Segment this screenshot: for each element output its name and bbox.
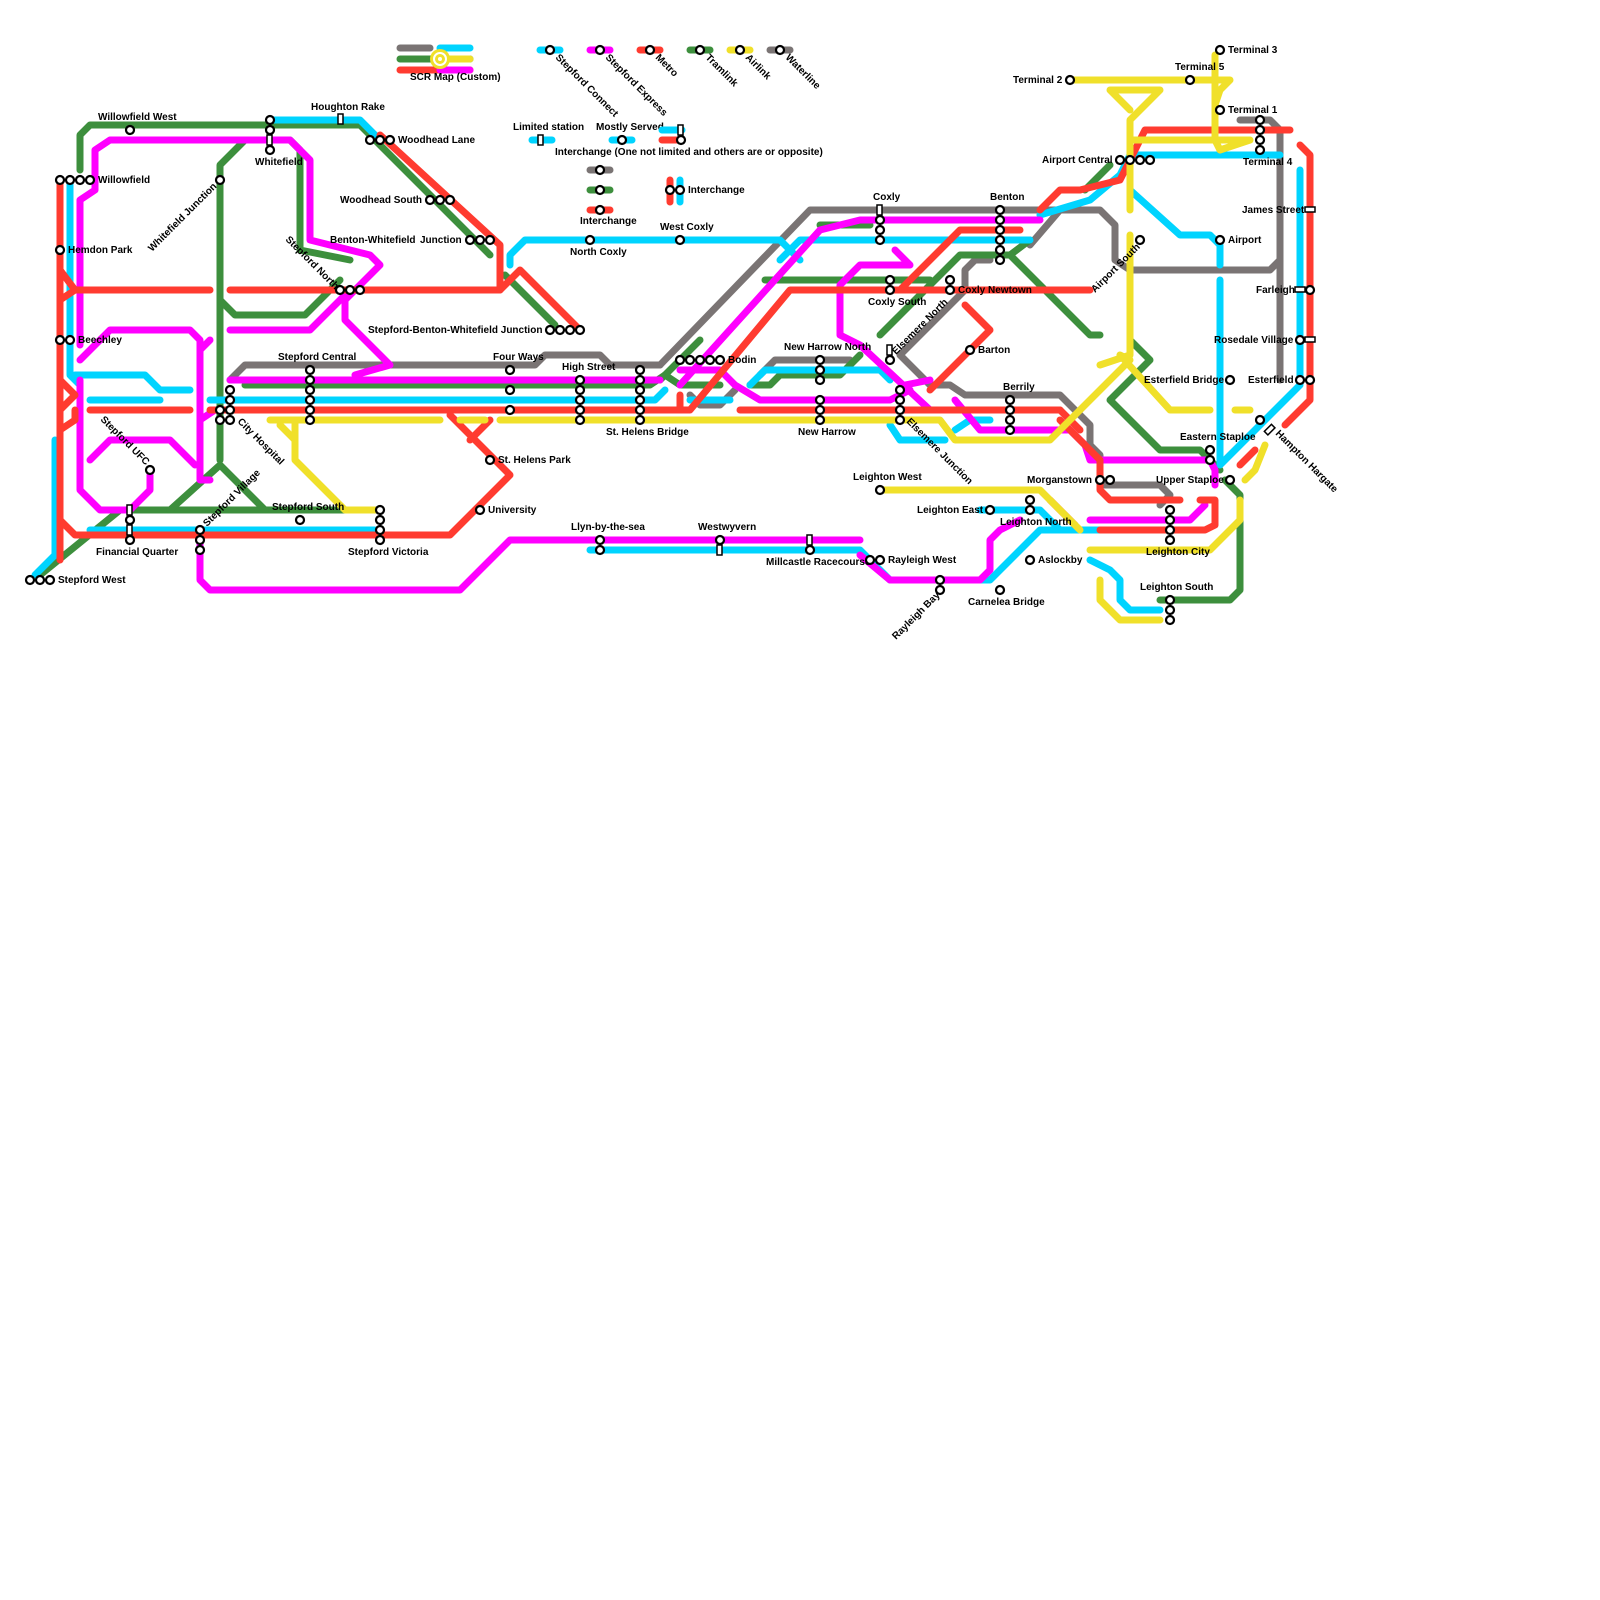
station-beechley[interactable]: Beechley: [78, 335, 122, 346]
legend-mostly-served: Mostly Served: [596, 122, 664, 133]
station-esterfield[interactable]: Esterfield: [1248, 375, 1294, 386]
tramlink-line: [36, 121, 1244, 604]
station-stepford-west[interactable]: Stepford West: [58, 575, 126, 586]
station-aslockby[interactable]: Aslockby: [1038, 555, 1083, 566]
station-leighton-west[interactable]: Leighton West: [853, 472, 922, 483]
station-four-ways[interactable]: Four Ways: [493, 352, 544, 363]
station-terminal-5[interactable]: Terminal 5: [1175, 62, 1225, 73]
station-airport[interactable]: Airport: [1228, 235, 1262, 246]
station-eastern-staploe[interactable]: Eastern Staploe: [1180, 432, 1256, 443]
station-millcastle-racecourse[interactable]: Millcastle Racecourse: [766, 557, 871, 568]
station-berrily[interactable]: Berrily: [1003, 382, 1035, 393]
legend-tramlink: Tramlink: [703, 52, 740, 89]
station-terminal-3[interactable]: Terminal 3: [1228, 45, 1278, 56]
station-willowfield[interactable]: Willowfield: [98, 175, 150, 186]
station-benton-whitefield[interactable]: Benton-Whitefield: [330, 235, 416, 246]
station-terminal-1[interactable]: Terminal 1: [1228, 105, 1278, 116]
station-airport-central[interactable]: Airport Central: [1042, 155, 1113, 166]
station-new-harrow[interactable]: New Harrow: [798, 427, 856, 438]
station-sbw-junction[interactable]: Stepford-Benton-Whitefield Junction: [368, 325, 542, 336]
station-houghton-rake[interactable]: Houghton Rake: [311, 102, 385, 113]
legend-interchange: Interchange: [580, 216, 637, 227]
station-stepford-central[interactable]: Stepford Central: [278, 352, 357, 363]
station-whitefield-junction[interactable]: Whitefield Junction: [146, 181, 219, 254]
stepford-express-line: [76, 136, 1219, 594]
station-bodin[interactable]: Bodin: [728, 355, 756, 366]
station-willowfield-west[interactable]: Willowfield West: [98, 112, 177, 123]
station-hampton-hargate[interactable]: Hampton Hargate: [1273, 428, 1340, 495]
legend-airlink: Airlink: [743, 52, 773, 82]
station-morganstown[interactable]: Morganstown: [1027, 475, 1092, 486]
legend-interchange-2: Interchange: [688, 185, 745, 196]
station-stepford-south[interactable]: Stepford South: [272, 502, 344, 513]
station-woodhead-lane[interactable]: Woodhead Lane: [398, 135, 475, 146]
station-upper-staploe[interactable]: Upper Staploe: [1156, 475, 1224, 486]
station-terminal-4[interactable]: Terminal 4: [1243, 157, 1293, 168]
station-high-street[interactable]: High Street: [562, 362, 616, 373]
station-university[interactable]: University: [488, 505, 537, 516]
station-leighton-city[interactable]: Leighton City: [1146, 547, 1210, 558]
station-terminal-2[interactable]: Terminal 2: [1013, 75, 1063, 86]
station-rosedale-village[interactable]: Rosedale Village: [1214, 335, 1294, 346]
waterline-line: [226, 116, 1284, 509]
station-westwyvern[interactable]: Westwyvern: [698, 522, 756, 533]
station-farleigh[interactable]: Farleigh: [1256, 285, 1295, 296]
station-st-helens-bridge[interactable]: St. Helens Bridge: [606, 427, 689, 438]
station-rayleigh-bay[interactable]: Rayleigh Bay: [890, 590, 942, 642]
station-west-coxly[interactable]: West Coxly: [660, 222, 714, 233]
station-llyn-by-the-sea[interactable]: Llyn-by-the-sea: [571, 522, 645, 533]
station-coxly[interactable]: Coxly: [873, 192, 901, 203]
station-leighton-north[interactable]: Leighton North: [1000, 517, 1072, 528]
station-woodhead-south[interactable]: Woodhead South: [340, 195, 422, 206]
station-leighton-south[interactable]: Leighton South: [1140, 582, 1213, 593]
station-esterfield-bridge[interactable]: Esterfield Bridge: [1144, 375, 1224, 386]
legend-waterline: Waterline: [783, 52, 823, 92]
station-stepford-victoria[interactable]: Stepford Victoria: [348, 547, 429, 558]
airlink-line: [266, 51, 1269, 624]
station-barton[interactable]: Barton: [978, 345, 1010, 356]
station-coxly-south[interactable]: Coxly South: [868, 297, 926, 308]
station-benton[interactable]: Benton: [990, 192, 1024, 203]
station-new-harrow-north[interactable]: New Harrow North: [784, 342, 871, 353]
station-north-coxly[interactable]: North Coxly: [570, 247, 627, 258]
legend-metro: Metro: [653, 52, 680, 79]
station-coxly-newtown[interactable]: Coxly Newtown: [958, 285, 1032, 296]
legend-limited-station: Limited station: [513, 122, 584, 133]
station-junction[interactable]: Junction: [420, 235, 462, 246]
legend-interchange-note: Interchange (One not limited and others …: [555, 147, 823, 158]
station-whitefield[interactable]: Whitefield: [255, 157, 303, 168]
station-james-street[interactable]: James Street: [1242, 205, 1305, 216]
station-hemdon-park[interactable]: Hemdon Park: [68, 245, 133, 256]
station-leighton-east[interactable]: Leighton East: [917, 505, 984, 516]
station-rayleigh-west[interactable]: Rayleigh West: [888, 555, 957, 566]
station-carnelea-bridge[interactable]: Carnelea Bridge: [968, 597, 1045, 608]
map-title: SCR Map (Custom): [410, 72, 501, 83]
station-financial-quarter[interactable]: Financial Quarter: [96, 547, 178, 558]
station-st-helens-park[interactable]: St. Helens Park: [498, 455, 571, 466]
